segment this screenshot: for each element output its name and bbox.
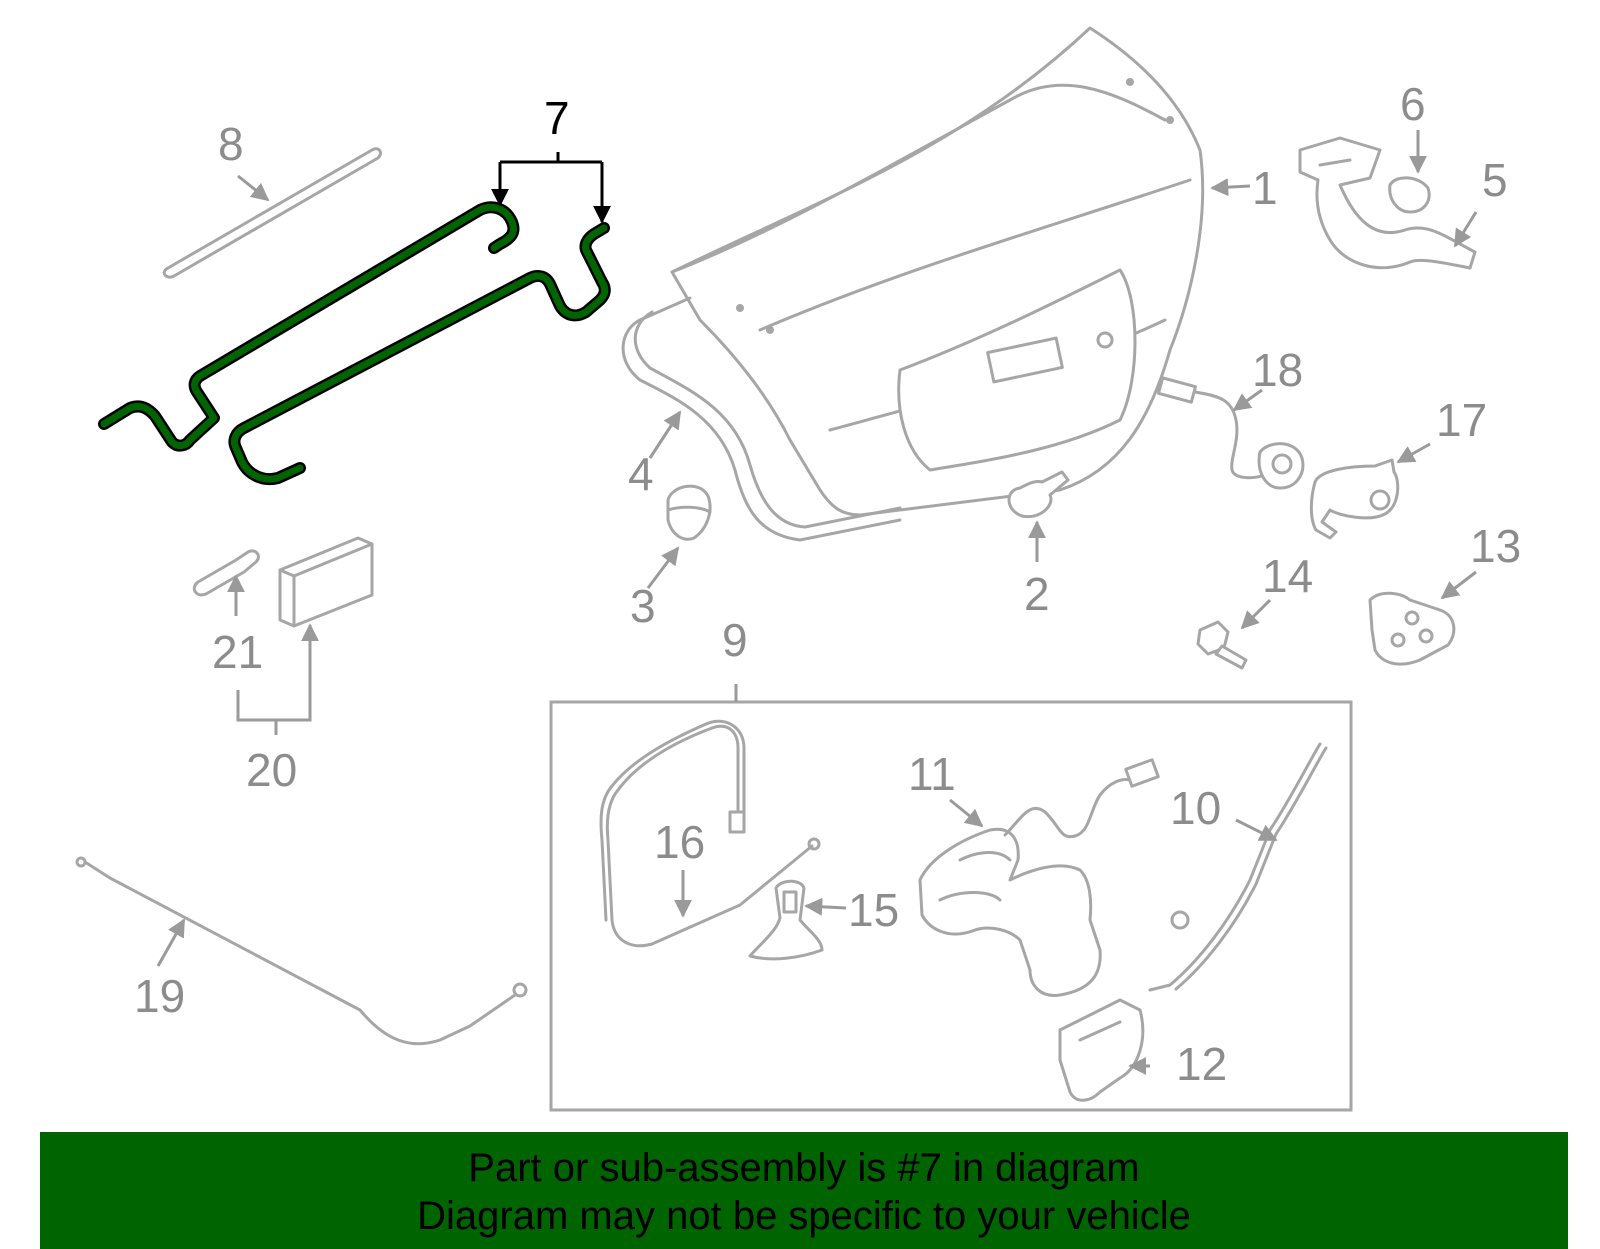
callout-2: 2: [1024, 568, 1050, 620]
part-9-latch-group[interactable]: [549, 684, 1353, 1112]
callout-19: 19: [134, 970, 185, 1022]
part-1-trunk-lid[interactable]: [670, 26, 1205, 517]
callout-10: 10: [1170, 782, 1221, 834]
part-3-cushion[interactable]: [666, 484, 712, 541]
callout-16: 16: [654, 816, 705, 868]
part-5-hinge[interactable]: [1298, 136, 1477, 270]
callout-labels: 1 2 3 4 5 6 7 8 9 10 11 12 13 14 15 16 1…: [134, 78, 1521, 1090]
callout-7: 7: [544, 92, 570, 144]
banner-line-1: Part or sub-assembly is #7 in diagram: [468, 1146, 1140, 1190]
callout-1: 1: [1252, 162, 1278, 214]
part-19-release-cable[interactable]: [75, 856, 528, 1046]
callout-18: 18: [1252, 344, 1303, 396]
part-11-latch[interactable]: [918, 758, 1160, 997]
part-14-bolt[interactable]: [1196, 620, 1248, 670]
part-21-damper[interactable]: [192, 549, 260, 597]
callout-14: 14: [1262, 550, 1313, 602]
leader-lines: [156, 130, 1478, 1075]
part-10-rod[interactable]: [1148, 742, 1328, 992]
part-7-torsion-bars[interactable]: [98, 201, 611, 485]
part-2-bumper[interactable]: [1007, 470, 1070, 519]
part-4-weatherstrip[interactable]: [621, 296, 902, 542]
info-banner: Part or sub-assembly is #7 in diagram Di…: [40, 1132, 1568, 1249]
callout-8: 8: [218, 118, 244, 170]
callout-4: 4: [628, 448, 654, 500]
part-8-rod[interactable]: [162, 147, 382, 279]
callout-11: 11: [908, 748, 956, 800]
part-15-handle[interactable]: [748, 879, 824, 961]
part-20-bracket[interactable]: [278, 536, 374, 628]
callout-6: 6: [1400, 78, 1426, 130]
part-16-cable[interactable]: [599, 719, 821, 948]
banner-line-2: Diagram may not be specific to your vehi…: [417, 1194, 1191, 1238]
part-6-cap[interactable]: [1388, 176, 1431, 214]
callout-5: 5: [1482, 154, 1508, 206]
callout-12: 12: [1176, 1038, 1227, 1090]
callout-3: 3: [630, 580, 656, 632]
callout-17: 17: [1436, 394, 1487, 446]
callout-9: 9: [722, 614, 748, 666]
callout-20: 20: [246, 744, 297, 796]
part-18-harness[interactable]: [1157, 376, 1305, 490]
part-13-plate[interactable]: [1368, 591, 1456, 666]
callout-13: 13: [1470, 520, 1521, 572]
part-17-lock-cylinder[interactable]: [1309, 458, 1400, 540]
part-12-cover[interactable]: [1058, 998, 1145, 1102]
callout-21: 21: [212, 626, 263, 678]
callout-15: 15: [848, 884, 899, 936]
